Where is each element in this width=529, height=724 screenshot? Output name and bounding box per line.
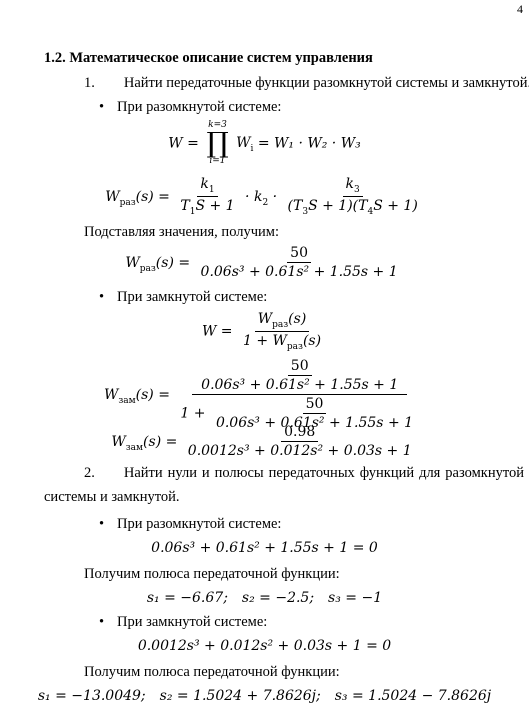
equation-poles-closed: s₁ = −13.0049; s₂ = 1.5024 + 7.8626j; s₃… [37,688,492,704]
equation-w-product: W = k=3 ∏ i=1 Wi = W₁ · W₂ · W₃ [168,120,361,166]
bullet-closed-system-1: При замкнутой системе: [99,289,267,306]
equation-characteristic-closed: 0.0012s³ + 0.012s² + 0.03s + 1 = 0 [137,638,392,654]
item-1-text: 1. Найти передаточные функции разомкнуто… [84,75,529,91]
bullet-closed-system-2: При замкнутой системе: [99,614,267,631]
poles-label-closed: Получим полюса передаточной функции: [84,664,340,680]
equation-poles-open: s₁ = −6.67; s₂ = −2.5; s₃ = −1 [146,590,383,606]
item-2-line-1: 2. Найти нули и полюсы передаточных функ… [84,465,524,481]
product-symbol: k=3 ∏ i=1 [206,120,229,166]
page-number: 4 [517,2,523,16]
section-heading: 1.2. Математическое описание систем упра… [44,50,373,66]
bullet-open-system-2: При разомкнутой системе: [99,516,282,533]
equation-characteristic-open: 0.06s³ + 0.61s² + 1.55s + 1 = 0 [151,540,378,556]
item-2-line-2: системы и замкнутой. [44,489,180,505]
bullet-open-system-1: При разомкнутой системе: [99,99,282,116]
substitute-text: Подставляя значения, получим: [84,224,279,240]
equation-w-closed-general: W = Wраз(s)1 + Wраз(s) [201,311,322,352]
poles-label-open: Получим полюса передаточной функции: [84,566,340,582]
